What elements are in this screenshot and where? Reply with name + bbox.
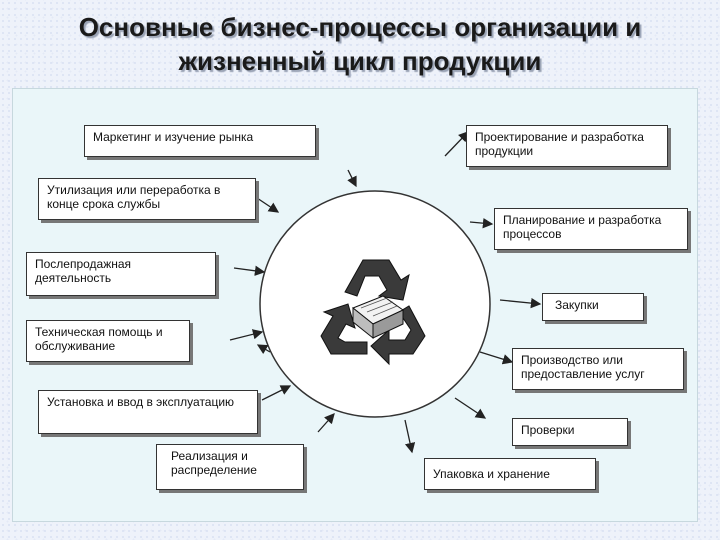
box-inspection: Проверки xyxy=(512,418,628,446)
box-aftersales: Послепродажная деятельность xyxy=(26,252,216,296)
box-planning: Планирование и разработка процессов xyxy=(494,208,688,250)
slide-title: Основные бизнес-процессы организации и ж… xyxy=(0,10,720,78)
package-icon xyxy=(352,295,404,340)
arrow-inspection xyxy=(454,397,487,419)
arrow-extra xyxy=(256,344,271,355)
arrow-sales xyxy=(317,413,335,433)
box-purchasing: Закупки xyxy=(542,293,644,321)
recycle-icon xyxy=(320,259,426,366)
box-packaging: Упаковка и хранение xyxy=(424,458,596,490)
title-line-1: Основные бизнес-процессы организации и xyxy=(78,12,642,42)
arrow-purchasing xyxy=(499,297,542,309)
arrow-installation xyxy=(261,385,292,401)
arrow-planning xyxy=(347,169,357,188)
arrow-aftersales xyxy=(233,265,266,276)
box-design: Проектирование и разработка продукции xyxy=(466,125,668,167)
arrow-disposal xyxy=(256,197,280,213)
arrow-techsupport xyxy=(229,329,264,341)
arrow-planning-2 xyxy=(469,217,494,229)
box-sales: Реализация и распределение xyxy=(156,444,304,490)
arrow-production xyxy=(479,351,514,365)
box-installation: Установка и ввод в эксплуатацию xyxy=(38,390,258,434)
arrow-design xyxy=(444,131,469,157)
box-disposal: Утилизация или переработка в конце срока… xyxy=(38,178,256,220)
arrow-packaging xyxy=(404,419,416,454)
box-techsupport: Техническая помощь и обслуживание xyxy=(26,320,190,362)
title-line-2: жизненный цикл продукции xyxy=(178,46,542,76)
box-marketing: Маркетинг и изучение рынка xyxy=(84,125,316,157)
box-production: Производство или предоставление услуг xyxy=(512,348,684,390)
